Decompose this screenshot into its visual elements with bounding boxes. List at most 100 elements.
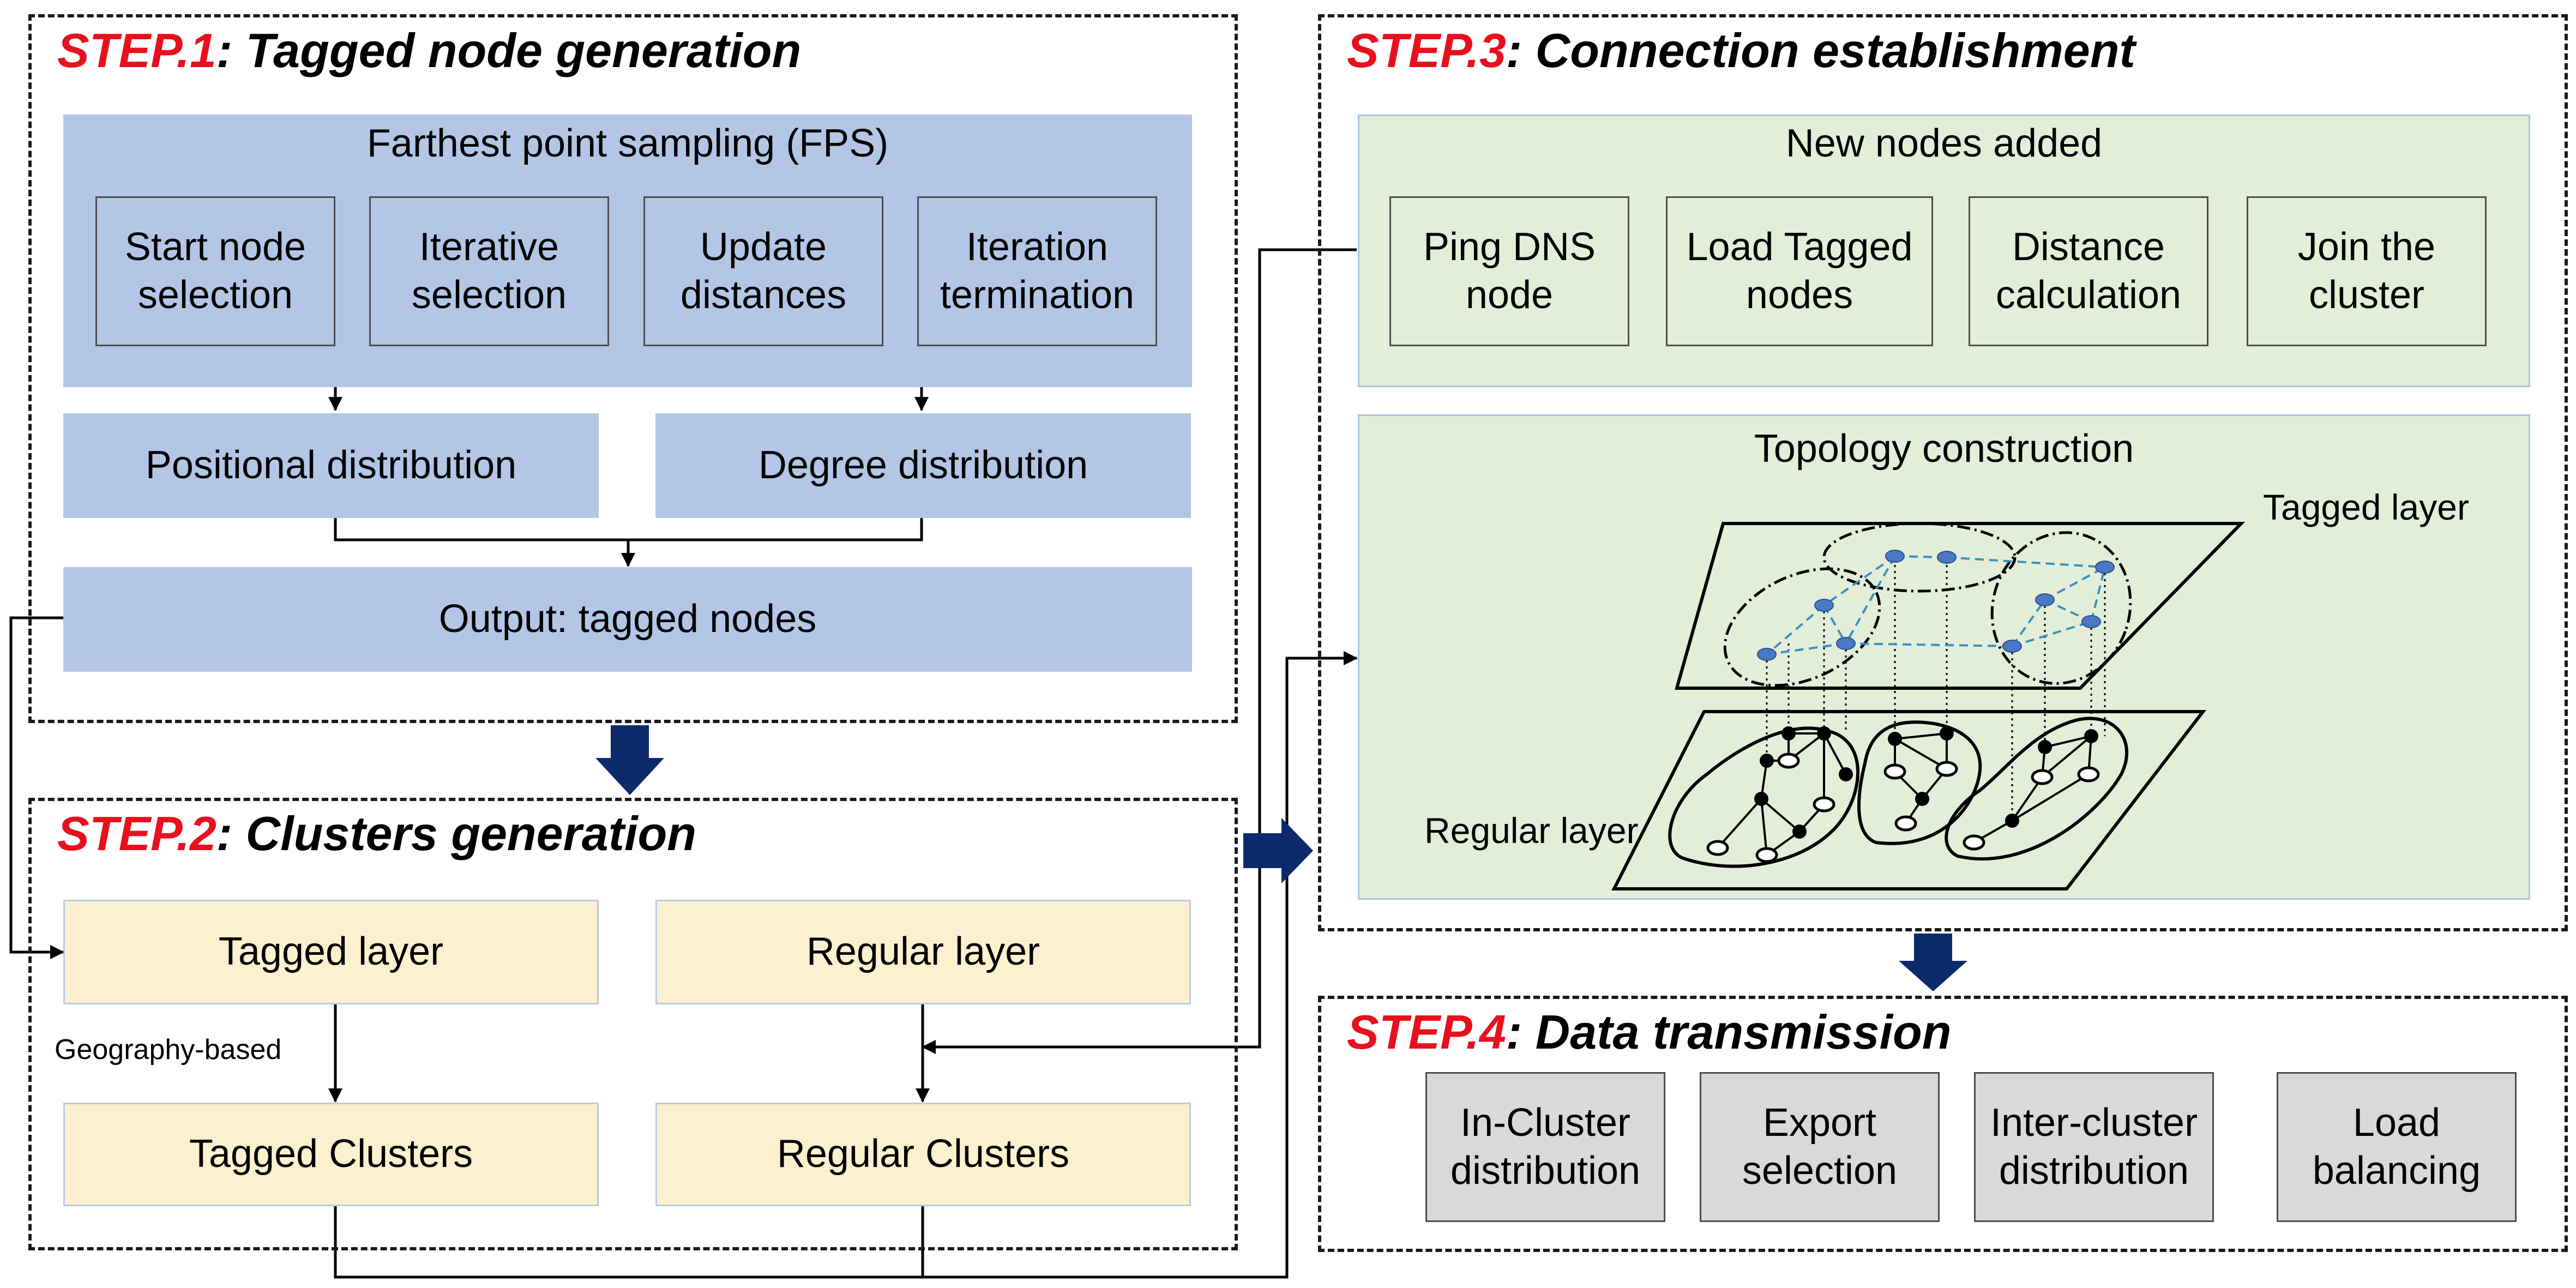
s3-step-label: Distance calculation [1995, 225, 2182, 317]
step4-item-label: In-Cluster distribution [1450, 1100, 1641, 1193]
regular-edge [1823, 733, 1847, 775]
regular-node-filled [1781, 726, 1796, 741]
regular-edge [2011, 776, 2043, 822]
regular-clusters-label: Regular Clusters [777, 1132, 1070, 1176]
regular-node-filled [2005, 814, 2019, 828]
tagged-cluster-outline [1723, 567, 1881, 687]
tagged-node [1836, 637, 1856, 650]
regular-node-hollow [1813, 796, 1835, 812]
step2-title: : Clusters generation [216, 806, 697, 860]
step2-label: STEP.2 [57, 806, 216, 860]
tagged-clusters-box: Tagged Clusters [63, 1103, 599, 1206]
regular-edge [1717, 798, 1762, 849]
step4-label: STEP.4 [1347, 1005, 1506, 1059]
tagged-edge [1845, 642, 2013, 647]
regular-cluster-outline [1857, 720, 1982, 845]
regular-node-filled [2038, 740, 2052, 754]
step2-heading: STEP.2: Clusters generation [57, 806, 696, 862]
regular-node-filled [1915, 792, 1929, 806]
geography-based-label: Geography-based [55, 1034, 282, 1066]
regular-edge [1894, 732, 1947, 740]
output-tagged-nodes: Output: tagged nodes [63, 567, 1192, 672]
tagged-edge [1766, 604, 1825, 655]
tagged-edge [2011, 599, 2046, 647]
regular-node-hollow [1935, 761, 1958, 777]
regular-node-hollow [1755, 847, 1778, 863]
regular-node-filled [1754, 792, 1768, 806]
regular-node-filled [1839, 767, 1853, 781]
regular-clusters-box: Regular Clusters [655, 1103, 1191, 1206]
regular-node-hollow [1883, 763, 1906, 780]
tagged-edge [2090, 567, 2106, 622]
tagged-edge [1823, 555, 1896, 606]
fps-step-label: Start node selection [124, 225, 306, 317]
arrow-output-to-tagged-layer [9, 616, 64, 959]
tagged-edge [2012, 621, 2092, 647]
in-cluster-distribution: In-Cluster distribution [1425, 1072, 1665, 1222]
regular-node-filled [1817, 726, 1831, 741]
s3-step-label: Ping DNS node [1423, 225, 1596, 317]
step4-item-label: Inter-cluster distribution [1990, 1100, 2198, 1193]
tagged-clusters-label: Tagged Clusters [189, 1132, 473, 1176]
big-arrow-step3-to-step4 [1899, 934, 1967, 991]
big-arrow-step1-to-step2 [595, 725, 664, 795]
fps-step-label: Iterative selection [411, 225, 567, 317]
step4-heading: STEP.4: Data transmission [1347, 1004, 1952, 1060]
regular-node-hollow [2031, 769, 2054, 785]
tagged-node [1814, 599, 1834, 612]
fps-step-label: Iteration termination [940, 225, 1135, 317]
regular-edge [2041, 735, 2092, 778]
fps-title: Farthest point sampling (FPS) [366, 122, 889, 165]
fps-step-iterative: Iterative selection [369, 196, 609, 346]
s3-step-label: Load Tagged nodes [1686, 225, 1913, 317]
tagged-node [2002, 640, 2022, 653]
tagged-plane [1675, 522, 2246, 690]
tagged-node [2035, 593, 2055, 606]
regular-node-filled [2084, 729, 2098, 743]
new-nodes-title: New nodes added [1785, 122, 2103, 165]
regular-plane [1611, 710, 2207, 890]
step3-heading: STEP.3: Connection establishment [1347, 23, 2135, 79]
fps-step-label: Update distances [680, 225, 847, 317]
load-balancing: Load balancing [2277, 1072, 2517, 1222]
regular-node-hollow [1963, 834, 1985, 851]
positional-distribution: Positional distribution [63, 413, 599, 518]
regular-node-hollow [2077, 766, 2100, 783]
tagged-cluster-outline [1822, 522, 2017, 593]
tagged-edge [1845, 556, 1896, 644]
regular-edge [2011, 773, 2090, 822]
step1-title: : Tagged node generation [216, 23, 802, 77]
regular-cluster-outline [1945, 717, 2128, 860]
regular-layer-annotation: Regular layer [1424, 810, 1639, 851]
regular-node-filled [1792, 824, 1807, 839]
regular-node-hollow [1894, 815, 1917, 832]
step1-heading: STEP.1: Tagged node generation [57, 23, 801, 79]
fps-step-termination: Iteration termination [917, 196, 1157, 346]
tagged-node [1937, 551, 1957, 564]
tagged-edge [2044, 566, 2105, 601]
loop-to-topology [923, 651, 1358, 1279]
regular-node-hollow [1777, 753, 1800, 769]
step4-item-label: Export selection [1742, 1100, 1898, 1193]
step3-title: : Connection establishment [1506, 23, 2135, 77]
step4-item-label: Load balancing [2312, 1100, 2481, 1193]
ping-dns-node: Ping DNS node [1389, 196, 1629, 346]
tagged-edge [1823, 605, 1847, 644]
fps-step-update: Update distances [643, 196, 883, 346]
tagged-layer-label: Tagged layer [218, 930, 444, 974]
tagged-node [2081, 615, 2101, 628]
regular-node-filled [1940, 726, 1954, 741]
step3-frame [1318, 14, 2568, 931]
output-label: Output: tagged nodes [438, 597, 817, 641]
tagged-edge [1946, 556, 2105, 568]
inter-cluster-distribution: Inter-cluster distribution [1974, 1072, 2214, 1222]
tagged-node [1757, 648, 1777, 661]
step2-frame [28, 798, 1238, 1250]
topology-panel [1358, 414, 2530, 900]
step4-title: : Data transmission [1506, 1005, 1952, 1059]
step1-label: STEP.1 [57, 23, 216, 77]
s3-step-label: Join the cluster [2297, 225, 2436, 317]
regular-node-hollow [1706, 840, 1729, 856]
regular-edge [1760, 798, 1768, 856]
